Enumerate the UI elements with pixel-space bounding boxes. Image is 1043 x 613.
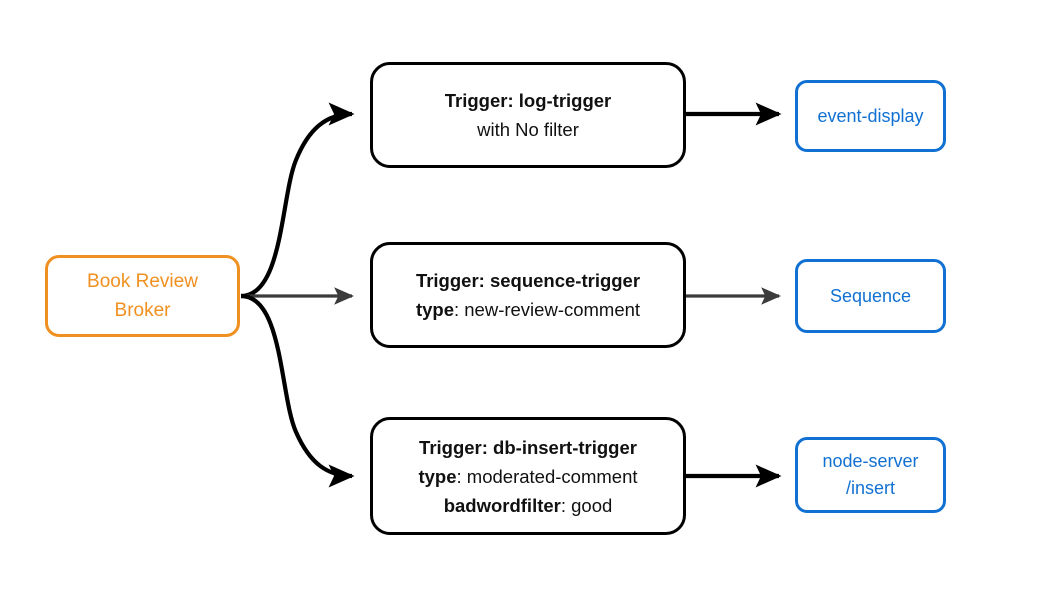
sink-label-line1: Sequence: [829, 285, 912, 306]
node-sink-node-server-insert[interactable]: node-server /insert: [795, 437, 946, 513]
trigger-detail-value: : new-review-comment: [453, 299, 641, 320]
sink-label-line1: node-server: [822, 451, 919, 471]
broker-label-line1: Book Review: [87, 271, 198, 292]
node-book-review-broker[interactable]: Book Review Broker: [45, 255, 240, 337]
node-trigger-log-trigger[interactable]: Trigger: log-trigger with No filter: [370, 62, 686, 168]
trigger-title: Trigger: db-insert-trigger: [419, 436, 637, 458]
node-trigger-sequence-trigger[interactable]: Trigger: sequence-trigger type: new-revi…: [370, 242, 686, 348]
trigger-detail-value: : moderated-comment: [456, 465, 638, 487]
node-trigger-db-insert-trigger[interactable]: Trigger: db-insert-trigger type: moderat…: [370, 417, 686, 535]
edge-broker-to-log-trigger: [240, 102, 355, 299]
trigger-detail-line2: type: moderated-comment: [418, 462, 637, 491]
trigger-title: Trigger: log-trigger: [444, 90, 612, 111]
node-sink-sequence[interactable]: Sequence: [795, 259, 946, 333]
sink-label-line2: /insert: [845, 478, 896, 498]
edge-broker-to-db-insert-trigger: [240, 293, 355, 488]
trigger-detail-key: type: [418, 465, 457, 487]
node-sink-event-display[interactable]: event-display: [795, 80, 946, 152]
trigger-detail-key: type: [415, 299, 454, 320]
broker-label-line2: Broker: [114, 300, 171, 321]
trigger-detail-line3: badwordfilter: good: [444, 491, 613, 520]
trigger-title: Trigger: sequence-trigger: [415, 270, 641, 291]
sink-label-line1: event-display: [817, 105, 924, 126]
trigger-filter-key: badwordfilter: [443, 494, 561, 516]
trigger-detail-line2: with No filter: [477, 115, 579, 144]
trigger-filter-value: : good: [560, 494, 613, 516]
trigger-detail-line2: type: new-review-comment: [416, 295, 640, 324]
trigger-detail-value: with No filter: [477, 119, 579, 140]
